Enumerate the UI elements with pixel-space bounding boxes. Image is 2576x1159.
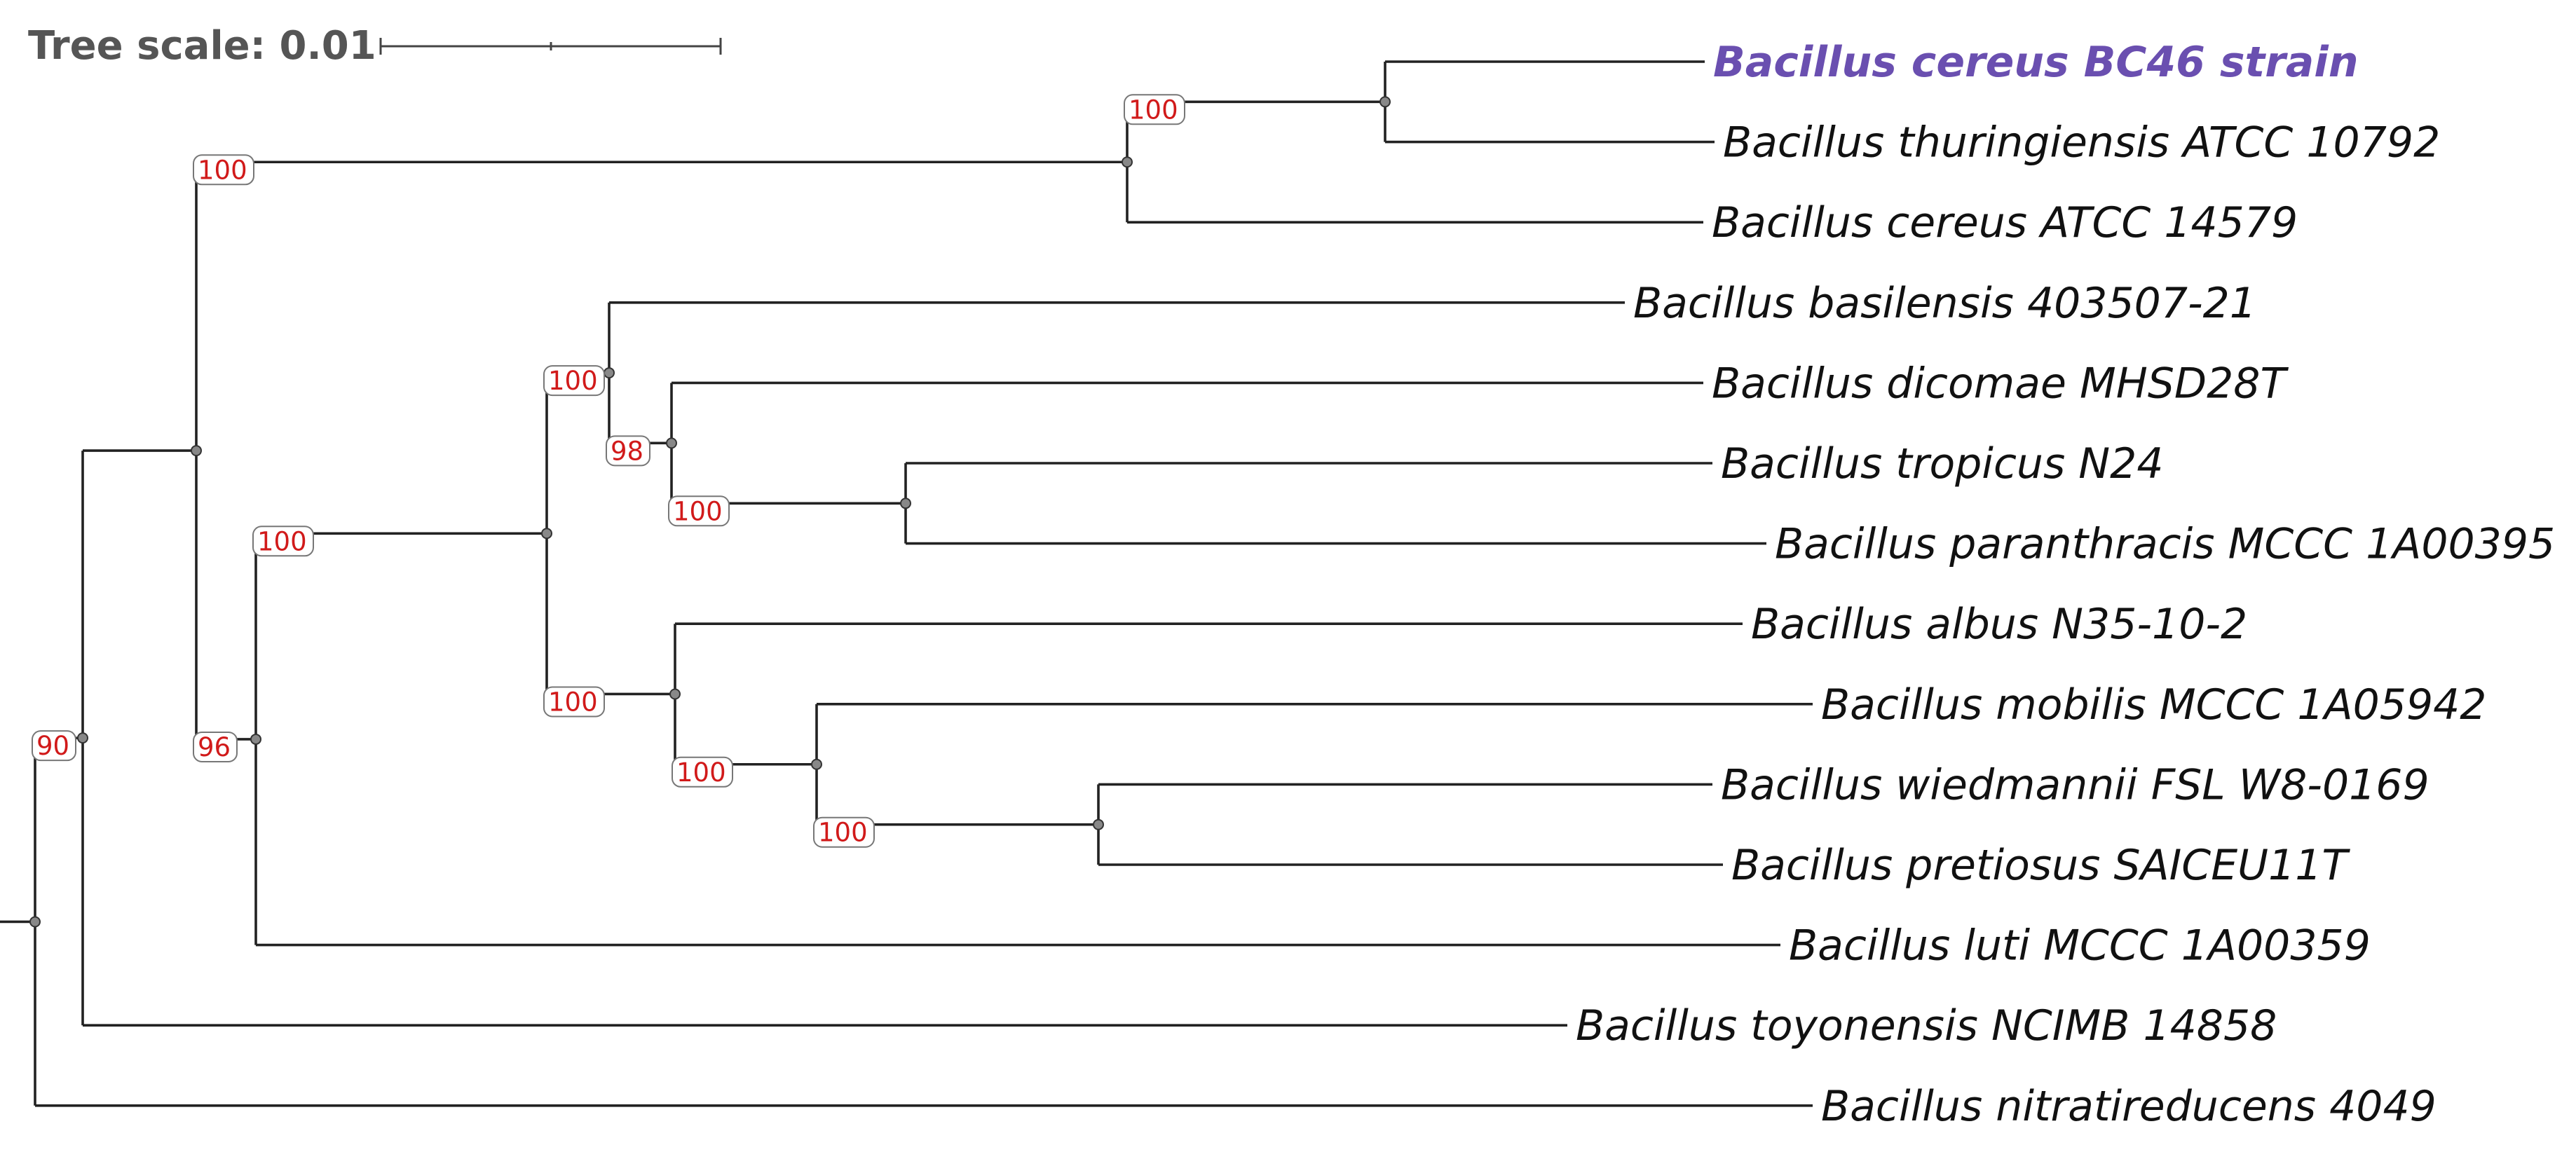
bootstrap-label-n1: 90 xyxy=(32,730,76,762)
bootstrap-value: 100 xyxy=(548,687,598,717)
bootstrap-label-n4: 96 xyxy=(193,731,238,762)
bootstrap-value: 100 xyxy=(676,757,726,788)
node-dot-n8 xyxy=(669,688,681,700)
node-dot-n1 xyxy=(77,732,88,744)
leaf-label-bc46: Bacillus cereus BC46 strain xyxy=(1713,38,2359,87)
node-dot-n5 xyxy=(1379,96,1391,108)
tree-scale-label: Tree scale: 0.01 xyxy=(28,23,376,69)
leaf-label-pret: Bacillus pretiosus SAICEU11T xyxy=(1731,841,2350,890)
node-dot-n9 xyxy=(666,437,677,449)
node-dot-root xyxy=(29,916,41,928)
bootstrap-label-n3: 100 xyxy=(193,154,254,186)
bootstrap-label-n6: 100 xyxy=(252,526,314,557)
leaf-label-cer: Bacillus cereus ATCC 14579 xyxy=(1712,198,2298,247)
tree-nodes xyxy=(29,96,1391,928)
bootstrap-label-n7: 100 xyxy=(543,365,605,397)
node-dot-n7 xyxy=(604,367,615,379)
bootstrap-label-n5: 100 xyxy=(1124,94,1185,125)
bootstrap-label-n8: 100 xyxy=(543,686,605,718)
bootstrap-labels: 90 100 100 96 100 100 98 100 100 100 100 xyxy=(32,94,1185,848)
bootstrap-label-n10: 100 xyxy=(668,495,730,527)
bootstrap-value: 98 xyxy=(611,436,643,466)
leaf-label-wied: Bacillus wiedmannii FSL W8-0169 xyxy=(1721,760,2430,809)
bootstrap-value: 90 xyxy=(36,731,69,761)
leaf-label-albu: Bacillus albus N35-10-2 xyxy=(1751,600,2247,649)
tree-scale-legend: Tree scale: 0.01 xyxy=(28,23,722,69)
bootstrap-value: 100 xyxy=(1129,95,1178,125)
node-dot-n6 xyxy=(541,528,552,540)
bootstrap-label-n12: 100 xyxy=(813,816,875,848)
tree-branches xyxy=(0,60,1813,1107)
tree-scale-bar xyxy=(379,38,722,55)
leaf-label-para: Bacillus paranthracis MCCC 1A00395 xyxy=(1775,520,2555,569)
leaf-label-luti: Bacillus luti MCCC 1A00359 xyxy=(1789,921,2371,971)
bootstrap-value: 100 xyxy=(548,366,598,396)
node-dot-n10 xyxy=(900,498,911,509)
leaf-label-basi: Bacillus basilensis 403507-21 xyxy=(1633,279,2256,328)
node-dot-n11 xyxy=(811,758,822,770)
node-dot-n3 xyxy=(1122,156,1133,168)
bootstrap-value: 100 xyxy=(818,818,868,848)
leaf-label-toyo: Bacillus toyonensis NCIMB 14858 xyxy=(1576,1001,2277,1050)
leaf-label-dico: Bacillus dicomae MHSD28T xyxy=(1712,359,2289,408)
node-dot-n12 xyxy=(1093,818,1104,830)
leaf-label-nitr: Bacillus nitratireducens 4049 xyxy=(1821,1082,2437,1131)
leaf-label-mobi: Bacillus mobilis MCCC 1A05942 xyxy=(1821,680,2486,729)
node-dot-n4 xyxy=(250,733,261,745)
bootstrap-label-n11: 100 xyxy=(672,756,733,788)
bootstrap-value: 96 xyxy=(198,732,231,762)
leaf-label-thur: Bacillus thuringiensis ATCC 10792 xyxy=(1723,118,2440,167)
bootstrap-label-n9: 98 xyxy=(606,435,650,467)
bootstrap-value: 100 xyxy=(257,526,307,556)
bootstrap-value: 100 xyxy=(673,496,723,526)
bootstrap-value: 100 xyxy=(198,155,247,185)
node-dot-n2 xyxy=(191,445,202,457)
leaf-label-trop: Bacillus tropicus N24 xyxy=(1721,439,2164,488)
